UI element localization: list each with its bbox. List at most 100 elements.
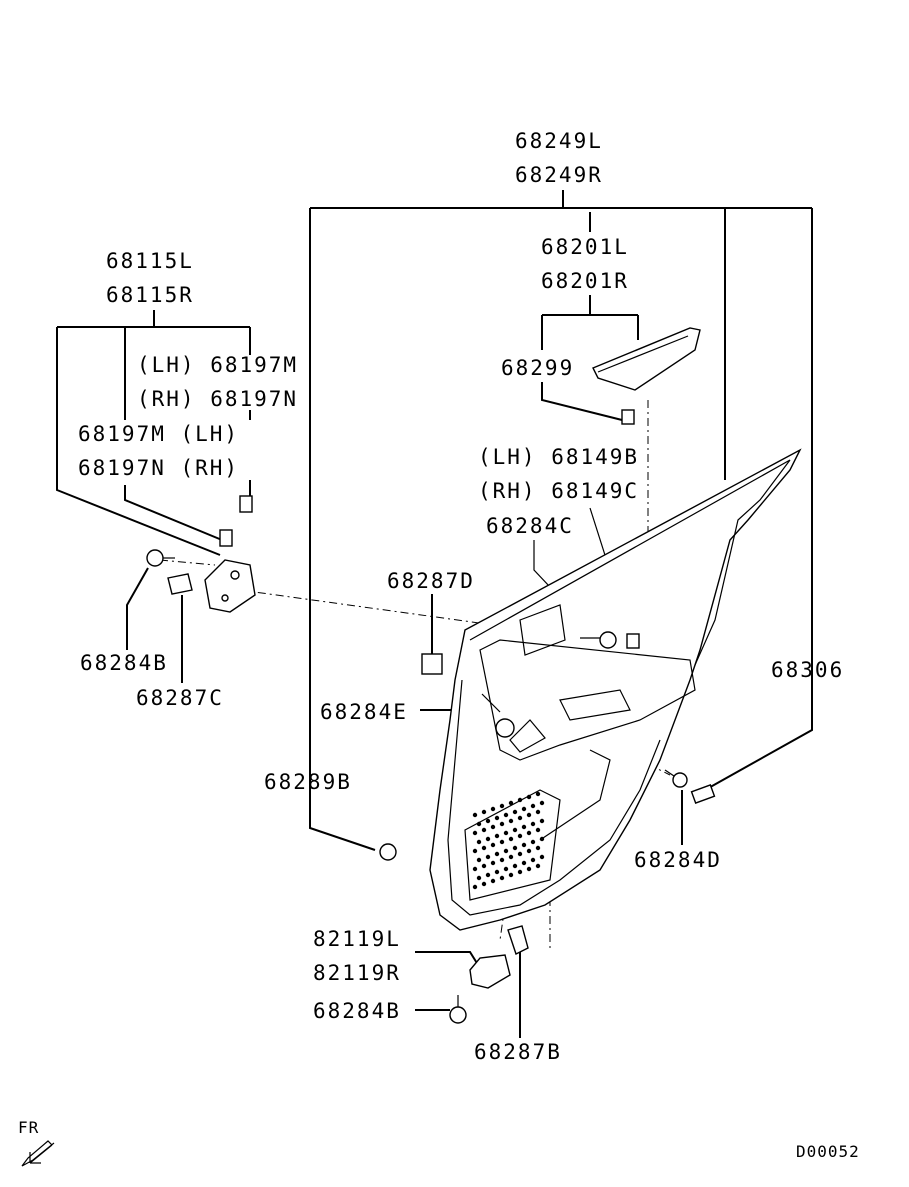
grille-dot — [508, 872, 514, 878]
grille-dot — [535, 791, 541, 797]
label-68289B: 68289B — [264, 770, 352, 794]
label-68284B-top: 68284B — [80, 651, 168, 675]
grille-dot — [539, 854, 545, 860]
label-82119L: 82119L — [313, 927, 401, 951]
grille-dot — [512, 845, 518, 851]
diagram-code: D00052 — [796, 1142, 860, 1161]
grille-dot — [499, 803, 505, 809]
grille-dot — [485, 872, 491, 878]
grille-dot — [508, 818, 514, 824]
grille-dot — [521, 806, 527, 812]
grille-dot — [490, 842, 496, 848]
grille-dot — [499, 875, 505, 881]
grille-dot — [499, 839, 505, 845]
label-68284E: 68284E — [320, 700, 408, 724]
label-68201L: 68201L — [541, 235, 629, 259]
label-68287D: 68287D — [387, 569, 475, 593]
grille-dot — [494, 815, 500, 821]
grille-dot — [517, 869, 523, 875]
label-68197M-lh: (LH) 68197M — [137, 353, 298, 377]
grille-dot — [517, 833, 523, 839]
grille-dot — [485, 836, 491, 842]
grille-dot — [481, 809, 487, 815]
grille-dot — [508, 836, 514, 842]
grille-dot — [526, 866, 532, 872]
grille-dot — [472, 884, 478, 890]
grille-dot — [499, 857, 505, 863]
grille-dot — [512, 827, 518, 833]
label-68287B: 68287B — [474, 1040, 562, 1064]
grille-dot — [503, 848, 509, 854]
grille-dot — [485, 818, 491, 824]
grille-dot — [485, 854, 491, 860]
grille-dot — [535, 863, 541, 869]
label-68306: 68306 — [771, 658, 844, 682]
grille-dot — [526, 812, 532, 818]
grille-dot — [508, 854, 514, 860]
grille-dot — [512, 863, 518, 869]
grille-dot — [535, 809, 541, 815]
label-68249L: 68249L — [515, 129, 603, 153]
grille-dot — [521, 842, 527, 848]
grille-dot — [481, 845, 487, 851]
grille-dot — [499, 821, 505, 827]
grille-dot — [539, 818, 545, 824]
hardware-parts — [146, 495, 716, 1024]
grille-dot — [472, 848, 478, 854]
label-68197N-rh: (RH) 68197N — [137, 387, 298, 411]
grille-dot — [530, 803, 536, 809]
grille-dot — [521, 824, 527, 830]
grille-dot — [490, 860, 496, 866]
label-68284D: 68284D — [634, 848, 722, 872]
grille-dot — [494, 869, 500, 875]
grille-dot — [476, 857, 482, 863]
grille-dot — [503, 866, 509, 872]
door-trim-panel — [429, 327, 802, 931]
grille-dot — [526, 794, 532, 800]
grille-dot — [494, 851, 500, 857]
grille-dot — [521, 860, 527, 866]
grille-dot — [476, 839, 482, 845]
grille-dot — [472, 866, 478, 872]
label-82119R: 82119R — [313, 961, 401, 985]
grille-dot — [517, 815, 523, 821]
grille-dot — [539, 800, 545, 806]
grille-dot — [481, 881, 487, 887]
label-68287C: 68287C — [136, 686, 224, 710]
grille-dot — [503, 812, 509, 818]
grille-dot — [539, 836, 545, 842]
part-labels: 68249L 68249R 68201L 68201R 68299 (LH) 6… — [78, 129, 844, 1064]
grille-dot — [476, 821, 482, 827]
grille-dot — [530, 839, 536, 845]
grille-dot — [490, 806, 496, 812]
grille-dot — [530, 821, 536, 827]
grille-dot — [494, 833, 500, 839]
label-68149B: (LH) 68149B — [478, 445, 639, 469]
label-68284B-bottom: 68284B — [313, 999, 401, 1023]
grille-dot — [503, 830, 509, 836]
front-direction-label: FR — [18, 1118, 39, 1137]
label-68115R: 68115R — [106, 283, 194, 307]
label-68149C: (RH) 68149C — [478, 479, 639, 503]
grille-dot — [490, 824, 496, 830]
speaker-grille — [472, 791, 545, 890]
grille-dot — [508, 800, 514, 806]
label-68249R: 68249R — [515, 163, 603, 187]
grille-dot — [526, 830, 532, 836]
label-68201R: 68201R — [541, 269, 629, 293]
grille-dot — [526, 848, 532, 854]
grille-dot — [481, 827, 487, 833]
front-direction-arrow-icon — [21, 1140, 55, 1167]
grille-dot — [512, 809, 518, 815]
label-68299: 68299 — [501, 356, 574, 380]
grille-dot — [535, 827, 541, 833]
grille-dot — [535, 845, 541, 851]
grille-dot — [490, 878, 496, 884]
grille-dot — [517, 797, 523, 803]
label-68197N-rh-b: 68197N (RH) — [78, 456, 239, 480]
footer: FR D00052 — [18, 1118, 860, 1167]
grille-dot — [517, 851, 523, 857]
label-68115L: 68115L — [106, 249, 194, 273]
grille-dot — [481, 863, 487, 869]
